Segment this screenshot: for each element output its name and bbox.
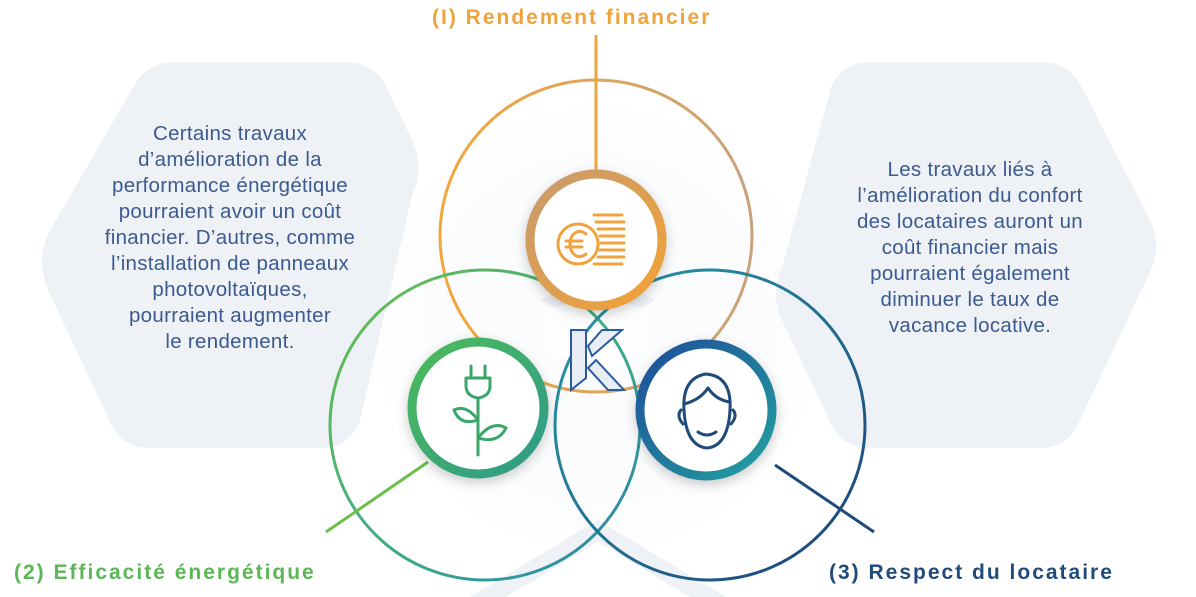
left-description: Certains travaux d’amélioration de la pe… [55, 121, 405, 355]
tenant-badge [635, 339, 777, 481]
tenant-circle [553, 268, 867, 582]
left-description-line: performance énergétique [112, 174, 348, 197]
right-description-line: diminuer le taux de [880, 288, 1060, 311]
energy-badge [407, 337, 549, 479]
energy-label: (2) Efficacité énergétique [14, 561, 316, 584]
left-description-line: pourraient avoir un coût [118, 200, 342, 223]
plug-plant-icon [452, 364, 508, 457]
left-description-line: d’amélioration de la [138, 148, 322, 171]
left-hexagon [42, 62, 419, 448]
energy-connector [325, 460, 429, 534]
left-description-line: photovoltaïques, [152, 278, 308, 301]
tenant-label: (3) Respect du locataire [829, 561, 1114, 584]
right-description-line: vacance locative. [888, 314, 1052, 337]
right-description-line: des locataires auront un [856, 210, 1083, 233]
k-logo-icon [570, 329, 627, 393]
face-icon [677, 372, 737, 450]
center-glow [368, 100, 828, 560]
right-description-line: coût financier mais [881, 236, 1059, 259]
left-description-line: pourraient augmenter [128, 304, 331, 327]
right-description: Les travaux liés à l’amélioration du con… [795, 157, 1145, 339]
financial-badge [525, 169, 667, 311]
right-description-line: pourraient également [870, 262, 1070, 285]
tenant-connector [774, 463, 875, 534]
financial-label: (I) Rendement financier [432, 6, 712, 29]
left-description-line: Certains travaux [152, 122, 308, 145]
left-description-line: le rendement. [165, 330, 295, 353]
right-description-line: l’amélioration du confort [857, 184, 1083, 207]
background-chevron [470, 520, 726, 597]
left-description-line: financier. D’autres, comme [104, 226, 356, 249]
left-description-line: l’installation de panneaux [110, 252, 350, 275]
right-hexagon [776, 62, 1156, 448]
euro-coins-icon [556, 213, 626, 266]
right-description-line: Les travaux liés à [887, 158, 1053, 181]
